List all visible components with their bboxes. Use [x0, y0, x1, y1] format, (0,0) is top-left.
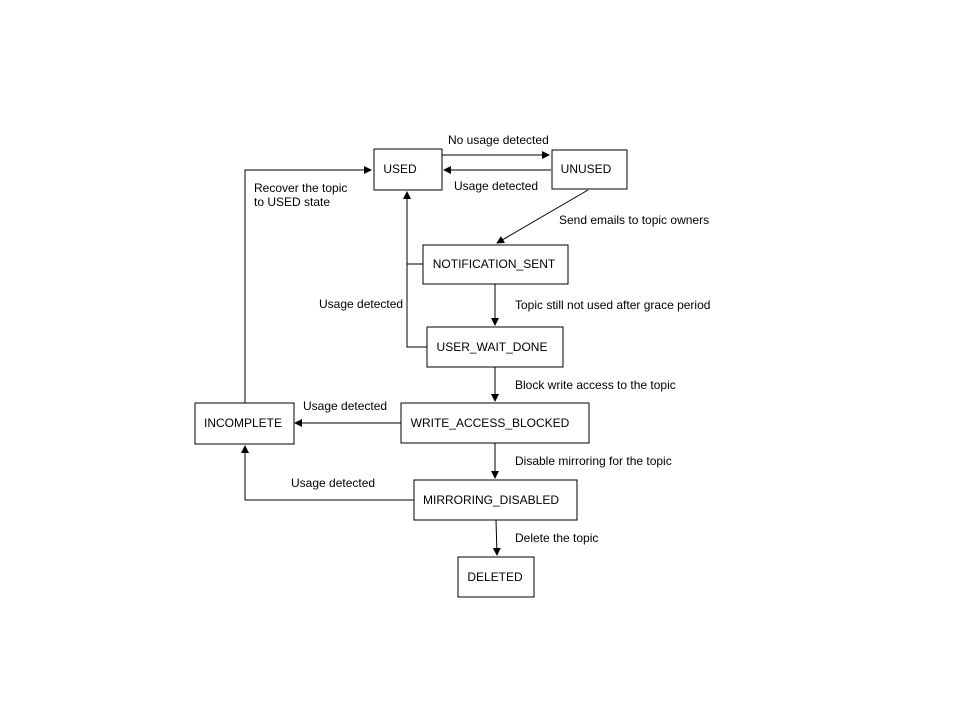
state-used-label: USED [383, 162, 417, 176]
label-recover-line-2: to USED state [254, 195, 330, 209]
label-recover-line-1: Recover the topic [254, 181, 347, 195]
edge-wait-to-used [406, 264, 427, 348]
label-send-emails: Send emails to topic owners [559, 213, 709, 227]
label-usage-detected-mirroring: Usage detected [291, 476, 375, 490]
label-usage-detected-blocked: Usage detected [303, 399, 387, 413]
state-user-wait-done-label: USER_WAIT_DONE [437, 340, 548, 354]
state-mirroring-disabled: MIRRORING_DISABLED [413, 479, 578, 521]
state-unused-label: UNUSED [561, 162, 612, 176]
edge-mirroring-to-incomplete [241, 445, 414, 501]
edge-unused-to-notification [496, 189, 589, 244]
label-usage-detected-left: Usage detected [319, 297, 403, 311]
state-notification-sent-label: NOTIFICATION_SENT [433, 257, 556, 271]
state-incomplete-label: INCOMPLETE [204, 416, 282, 430]
state-deleted-label: DELETED [467, 570, 523, 584]
state-user-wait-done: USER_WAIT_DONE [426, 326, 564, 368]
edge-incomplete-to-used [244, 166, 372, 403]
state-unused: UNUSED [551, 149, 628, 190]
label-delete-topic: Delete the topic [515, 531, 598, 545]
state-mirroring-disabled-label: MIRRORING_DISABLED [423, 493, 559, 507]
edge-notification-to-used [403, 191, 423, 265]
state-used: USED [373, 148, 443, 191]
label-block-write: Block write access to the topic [515, 378, 676, 392]
label-grace-period: Topic still not used after grace period [515, 298, 710, 312]
label-no-usage-detected: No usage detected [448, 133, 549, 147]
state-incomplete: INCOMPLETE [194, 402, 295, 445]
edge-mirroring-to-deleted [492, 519, 501, 556]
state-notification-sent: NOTIFICATION_SENT [422, 244, 569, 285]
state-deleted: DELETED [457, 556, 535, 598]
label-usage-detected-top: Usage detected [454, 179, 538, 193]
state-write-access-blocked-label: WRITE_ACCESS_BLOCKED [411, 416, 570, 430]
state-write-access-blocked: WRITE_ACCESS_BLOCKED [400, 402, 590, 444]
label-disable-mirroring: Disable mirroring for the topic [515, 454, 672, 468]
